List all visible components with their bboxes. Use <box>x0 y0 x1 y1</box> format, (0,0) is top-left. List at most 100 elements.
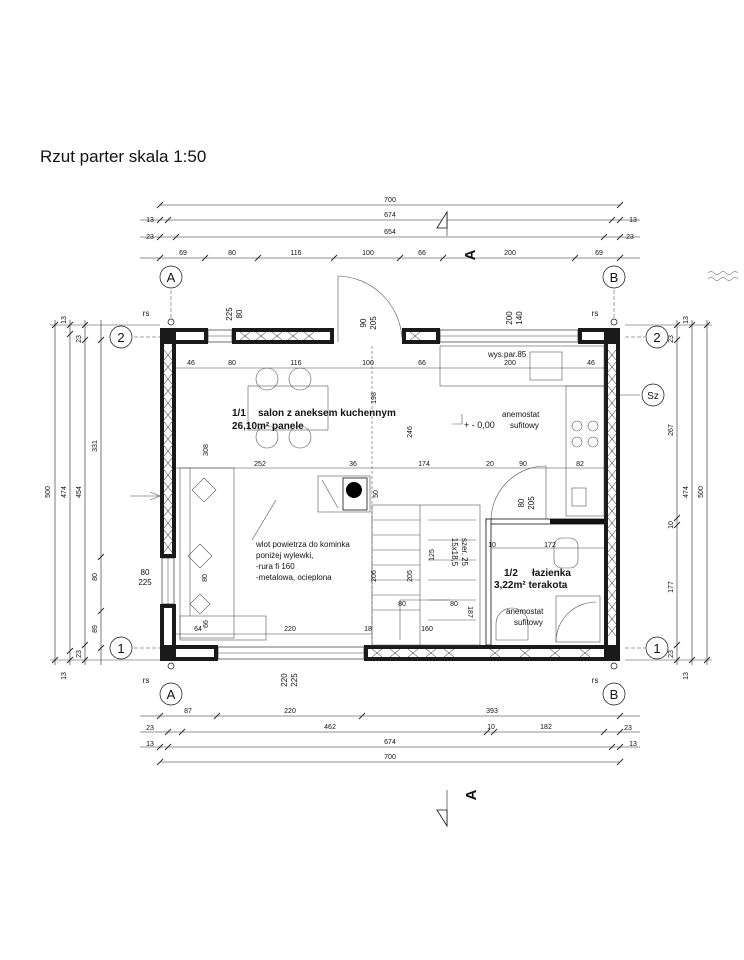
axis-1-left-label: 1 <box>117 641 124 656</box>
entrance-door <box>337 275 403 342</box>
idim-18: 18 <box>364 626 372 633</box>
win-left-w: 80 <box>141 568 150 577</box>
idim-50: 50 <box>373 490 380 498</box>
dim-right-23-top: 23 <box>668 335 675 343</box>
exterior-walls <box>160 328 620 661</box>
door-bottom-h: 225 <box>290 673 299 687</box>
dim-top-654: 654 <box>384 229 396 236</box>
dim-bottom-13-right: 13 <box>629 741 637 748</box>
room-bath-name: łazienka <box>532 568 571 579</box>
idim-80a: 80 <box>398 601 406 608</box>
axis-bubble-a-bottom <box>159 682 183 706</box>
idim-10: 10 <box>488 542 496 549</box>
axis-bubble-2-left <box>109 325 133 349</box>
dim-left-13-top: 13 <box>61 316 68 324</box>
win-top-right-h: 140 <box>515 311 524 325</box>
dim-right-13-bottom: 13 <box>683 672 690 680</box>
room-living-name: salon z aneksem kuchennym <box>258 408 396 419</box>
annotations: wys.par.85 anemostat sufitowy anemostat … <box>255 350 544 627</box>
note-anemostat-1b: sufitowy <box>510 421 539 430</box>
dim-top-80: 80 <box>228 250 236 257</box>
bottom-dimension-chains: 87 220 393 23 462 10 182 23 13 674 13 70… <box>140 708 640 766</box>
section-marker-top: A <box>436 210 479 260</box>
dim-right-13-top: 13 <box>683 316 690 324</box>
dim-left-331: 331 <box>92 440 99 452</box>
dim-right-177: 177 <box>668 581 675 593</box>
axis-bubble-b-bottom <box>602 682 626 706</box>
idim-172: 172 <box>544 542 556 549</box>
idim-100: 100 <box>362 360 374 367</box>
idim-187: 187 <box>466 606 473 618</box>
dim-bottom-220: 220 <box>284 708 296 715</box>
idim-160: 160 <box>421 626 433 633</box>
note-stairs-1: 15x18,5 <box>450 538 459 567</box>
dim-top-69-left: 69 <box>179 250 187 257</box>
axis-a-top-label: A <box>167 270 176 285</box>
idim-116: 116 <box>290 360 301 367</box>
idim-20: 20 <box>486 461 494 468</box>
axis-2-right-label: 2 <box>653 330 660 345</box>
axis-a-bottom-label: A <box>167 687 176 702</box>
dim-top-23-right: 23 <box>626 234 634 241</box>
dim-left-23-bottom: 23 <box>76 650 83 658</box>
note-wlot-2: poniżej wylewki, <box>256 551 313 560</box>
dim-bottom-462: 462 <box>324 724 336 731</box>
dim-top-200: 200 <box>504 250 516 257</box>
dim-right-267: 267 <box>668 424 675 436</box>
rs-label-tr: rs <box>592 309 599 318</box>
idim-66b: 66 <box>203 620 210 628</box>
interior-walls <box>485 465 605 646</box>
dim-bottom-700: 700 <box>384 754 396 761</box>
axis-bubble-1-left <box>109 636 133 660</box>
interior-dimensions: 46 80 116 100 66 200 46 198 308 246 252 … <box>187 360 595 633</box>
axis-bubble-2-right <box>645 325 669 349</box>
idim-205: 205 <box>407 570 414 582</box>
axis-2-left-label: 2 <box>117 330 124 345</box>
idim-80v: 80 <box>202 574 209 582</box>
dim-bottom-674: 674 <box>384 739 396 746</box>
idim-246: 246 <box>407 426 414 438</box>
dim-bottom-10: 10 <box>487 724 495 731</box>
furniture <box>130 345 605 646</box>
note-wlot-4: -metalowa, ocieplona <box>256 573 332 582</box>
axis-b-bottom-label: B <box>610 687 619 702</box>
dim-left-454: 454 <box>76 486 83 498</box>
section-marker-bottom: A <box>436 789 480 828</box>
dim-bottom-87: 87 <box>184 708 192 715</box>
dim-right-10: 10 <box>668 521 675 529</box>
dim-left-80: 80 <box>92 573 99 581</box>
level-mark: + - 0,00 <box>464 420 495 430</box>
axis-bubble-1-right <box>645 636 669 660</box>
dim-bottom-23-right: 23 <box>624 725 632 732</box>
idim-198: 198 <box>371 392 378 404</box>
rs-label-br: rs <box>592 676 599 685</box>
dim-top-674: 674 <box>384 212 396 219</box>
axis-bubble-b-top <box>602 265 626 289</box>
win-left-h: 225 <box>138 578 152 587</box>
room-living-id: 1/1 <box>232 408 246 419</box>
dim-top-69-right: 69 <box>595 250 603 257</box>
dim-bottom-182: 182 <box>540 724 552 731</box>
dim-right-474: 474 <box>683 486 690 498</box>
door-top-h: 205 <box>369 316 378 330</box>
dim-left-89: 89 <box>92 625 99 633</box>
axis-bubbles: A B A B 2 2 1 1 Sz rs rs rs rs <box>109 265 669 706</box>
dim-bottom-13-left: 13 <box>146 741 154 748</box>
note-anemostat-2b: sufitowy <box>514 618 543 627</box>
door-top-w: 90 <box>359 318 368 327</box>
win-top-left-w: 225 <box>225 307 234 321</box>
idim-125: 125 <box>429 549 436 561</box>
idim-80: 80 <box>228 360 236 367</box>
note-anemostat-1a: anemostat <box>502 410 540 419</box>
section-label-bottom: A <box>463 789 480 800</box>
dim-bottom-393: 393 <box>486 708 498 715</box>
win-top-left-h: 80 <box>235 309 244 318</box>
dim-top-13-right: 13 <box>629 217 637 224</box>
door-bottom-w: 220 <box>280 673 289 687</box>
dim-top-116: 116 <box>290 250 301 257</box>
scale-symbol <box>707 271 739 281</box>
idim-66: 66 <box>418 360 426 367</box>
room-bath-id: 1/2 <box>504 568 518 579</box>
axis-1-right-label: 1 <box>653 641 660 656</box>
